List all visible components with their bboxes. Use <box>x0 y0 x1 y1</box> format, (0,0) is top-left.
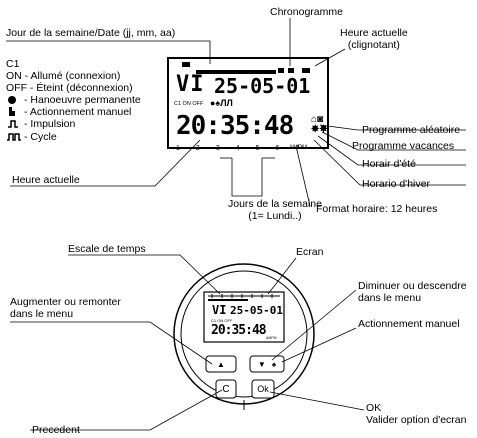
label-ok: OK Valider option d'ecran <box>366 402 466 426</box>
top-chronogram-bar <box>196 70 276 74</box>
label-winter-time: Horario d'hiver <box>362 178 430 190</box>
label-current-time-blink: Heure actuelle (clignotant) <box>340 27 408 51</box>
top-lcd-day: VI <box>176 72 205 97</box>
label-ok-line1: OK <box>366 402 382 414</box>
label-vacation-program: Programme vacances <box>352 140 455 152</box>
bottom-lcd-day: VI <box>212 303 227 317</box>
down-arrow-icon: ▼ <box>257 359 266 369</box>
label-screen: Ecran <box>296 246 324 258</box>
leader-summer <box>317 135 466 166</box>
legend-pulse: - Impulsion <box>24 118 76 130</box>
leader-ok <box>269 391 365 411</box>
up-arrow-icon: ▲ <box>217 359 225 369</box>
bottom-lcd-time: 20:35:48 <box>211 323 267 338</box>
top-lcd-ampm: AMPM <box>289 145 307 151</box>
legend-off: OFF - Éteint (déconnexion) <box>6 82 133 94</box>
leader-day-date <box>6 40 211 64</box>
top-lcd-date: 25-05-01 <box>214 74 311 98</box>
button-up-shape <box>205 355 237 373</box>
label-increase: Augmenter ou remonter dans le menu <box>10 296 121 320</box>
label-weekdays-line2: (1= Lundi..) <box>248 210 302 222</box>
top-lcd-time: 20:35:48 <box>176 111 294 141</box>
hand-icon <box>9 107 15 116</box>
legend-manual: - Actionnement manuel <box>24 106 132 118</box>
pulse-icon <box>8 120 18 128</box>
button-c[interactable]: C <box>222 383 230 395</box>
label-ok-line2: Valider option d'ecran <box>366 414 467 426</box>
button-up[interactable]: ▲ <box>206 356 236 372</box>
weekday-2: 2 <box>195 145 200 152</box>
label-random-program: Programme aléatoire <box>362 124 461 136</box>
label-current-time-blink-line2: (clignotant) <box>347 39 400 51</box>
label-decrease: Diminuer ou descendre dans le menu <box>358 280 467 304</box>
bottom-lcd-date: 25-05-01 <box>230 304 283 317</box>
permanent-icon <box>8 96 16 104</box>
label-decrease-line1: Diminuer ou descendre <box>358 280 467 292</box>
label-chronogram: Chronogramme <box>270 6 343 18</box>
legend-title: C1 <box>6 58 20 70</box>
top-lcd-weekdays: 1 2 3 4 5 6 7 <box>176 145 299 152</box>
leader-previous <box>30 389 223 431</box>
label-current-time: Heure actuelle <box>12 174 80 186</box>
button-down-shape <box>249 355 285 373</box>
leader-current-time-blink <box>314 48 346 67</box>
weekday-6: 6 <box>275 145 280 152</box>
leader-vacation <box>321 131 466 151</box>
leader-weekdays <box>231 158 263 197</box>
hand-icon: ♠ <box>271 359 277 369</box>
button-ok[interactable]: Ok <box>257 384 269 394</box>
leader-current-time <box>10 139 201 187</box>
label-previous: Precedent <box>32 424 80 436</box>
label-summer-time: Horair d'été <box>362 158 416 170</box>
leader-random <box>319 124 466 131</box>
leader-format <box>295 145 311 207</box>
label-time-format: Format horaire: 12 heures <box>316 203 438 215</box>
weekday-4: 4 <box>235 145 240 152</box>
time-scale <box>208 294 280 298</box>
weekday-1: 1 <box>176 145 180 152</box>
label-day-date: Jour de la semaine/Date (jj, mm, aa) <box>6 27 176 39</box>
legend-on: ON - Allumé (connexion) <box>6 70 121 82</box>
button-ok-shape <box>251 379 275 399</box>
label-increase-line1: Augmenter ou remonter <box>10 296 121 308</box>
top-lcd-mode-icons: ●♠ЛЛ <box>210 98 233 108</box>
bottom-lcd-c1-on-off: C1 ON OFF <box>211 318 233 323</box>
label-increase-line2: dans le menu <box>10 308 74 320</box>
top-lcd-icons-right: ⌂◙✸✸ <box>311 114 328 135</box>
label-time-scale: Escale de temps <box>68 243 146 255</box>
weekday-3: 3 <box>215 145 220 152</box>
cycle-icon <box>7 133 21 141</box>
button-down-manual[interactable]: ▼ ♠ <box>250 356 284 372</box>
legend-permanent: - Hanoeuvre permanente <box>24 94 141 106</box>
leader-manual <box>281 327 357 363</box>
leader-increase <box>10 321 213 365</box>
button-c-shape <box>215 379 237 399</box>
weekday-5: 5 <box>255 145 260 152</box>
leader-winter <box>313 139 466 186</box>
leader-screen <box>267 257 297 295</box>
label-current-time-blink-line1: Heure actuelle <box>340 27 408 39</box>
label-decrease-line2: dans le menu <box>358 292 422 304</box>
label-weekdays: Jours de la semaine (1= Lundi..) <box>228 198 322 222</box>
label-manual-action: Actionnement manuel <box>358 318 460 330</box>
bottom-lcd-ampm: AMPM <box>266 336 277 340</box>
weekday-7: 7 <box>295 145 300 152</box>
top-lcd-c1-on-off: C1 ON OFF <box>174 101 204 107</box>
label-weekdays-line1: Jours de la semaine <box>228 198 322 210</box>
leader-time-scale <box>68 254 221 295</box>
leader-decrease <box>271 289 357 361</box>
legend-cycle: - Cycle <box>24 131 57 143</box>
